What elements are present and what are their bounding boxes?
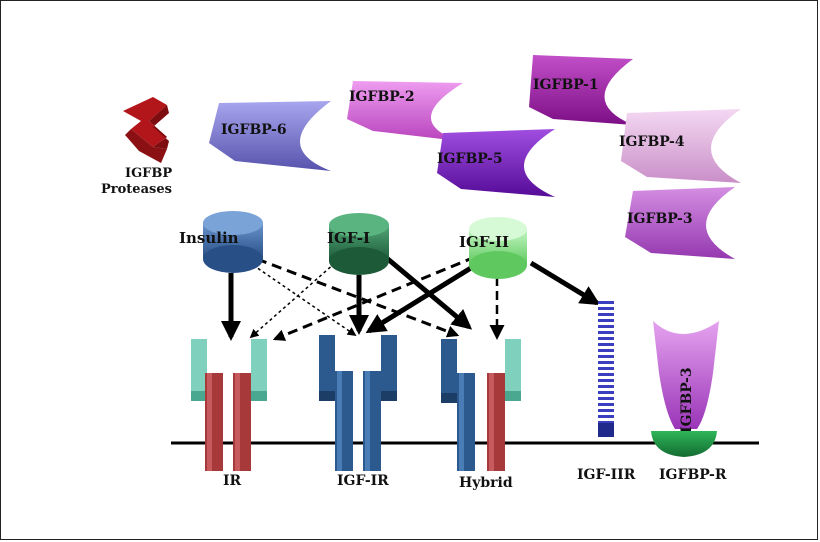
arrow-igf2-igf1r bbox=[365, 260, 481, 334]
ir-receptor bbox=[191, 339, 267, 471]
proteases-label-line1: IGFBP bbox=[125, 166, 172, 181]
arrow-igf2-ir bbox=[272, 255, 476, 341]
insulin-label: Insulin bbox=[179, 229, 239, 247]
igfbp-6-label: IGFBP-6 bbox=[221, 122, 287, 138]
igfbp-r-label: IGFBP-R bbox=[659, 467, 727, 483]
igfbp-2-label: IGFBP-2 bbox=[349, 89, 415, 105]
igf1r-label: IGF-IR bbox=[337, 473, 389, 489]
arrow-insulin-igf1r bbox=[252, 264, 357, 337]
igfbp-6-shape bbox=[209, 101, 331, 171]
igf2-label: IGF-II bbox=[459, 233, 509, 251]
igfbp-4-shape bbox=[621, 109, 741, 183]
igf1r-receptor bbox=[319, 335, 397, 471]
ir-label: IR bbox=[223, 473, 242, 489]
igfbp-1-shape bbox=[529, 55, 633, 125]
arrow-igf1-ir bbox=[249, 262, 336, 339]
igfbp-5-label: IGFBP-5 bbox=[437, 151, 503, 167]
hybrid-receptor bbox=[441, 339, 521, 471]
arrow-insulin-hybrid bbox=[256, 257, 460, 338]
igf2-ligand bbox=[469, 217, 527, 279]
igfbp-proteases-shape bbox=[123, 97, 169, 163]
bound-igfbp3-shape bbox=[653, 321, 719, 429]
arrow-igf1-hybrid bbox=[381, 253, 473, 330]
igf1-ligand bbox=[329, 213, 389, 275]
insulin-ligand bbox=[203, 211, 263, 273]
igfbp-2-shape bbox=[347, 81, 463, 141]
igfbp-r-receptor bbox=[651, 431, 717, 457]
igf1-label: IGF-I bbox=[327, 229, 370, 247]
igfbp-3-shape bbox=[625, 187, 735, 259]
igf2r-receptor bbox=[598, 299, 614, 437]
hybrid-label: Hybrid bbox=[459, 475, 513, 491]
proteases-label-line2: Proteases bbox=[101, 182, 172, 197]
igfbp-4-label: IGFBP-4 bbox=[619, 134, 685, 150]
igfbp-5-shape bbox=[437, 129, 555, 197]
arrow-igf2-igf2r bbox=[529, 260, 601, 306]
igfbp-1-label: IGFBP-1 bbox=[533, 77, 599, 93]
igf2r-label: IGF-IIR bbox=[577, 467, 636, 483]
interaction-arrows bbox=[221, 253, 601, 341]
bound-igfbp3-label: IGFBP-3 bbox=[679, 367, 695, 433]
igfbp-3-label: IGFBP-3 bbox=[627, 211, 693, 227]
